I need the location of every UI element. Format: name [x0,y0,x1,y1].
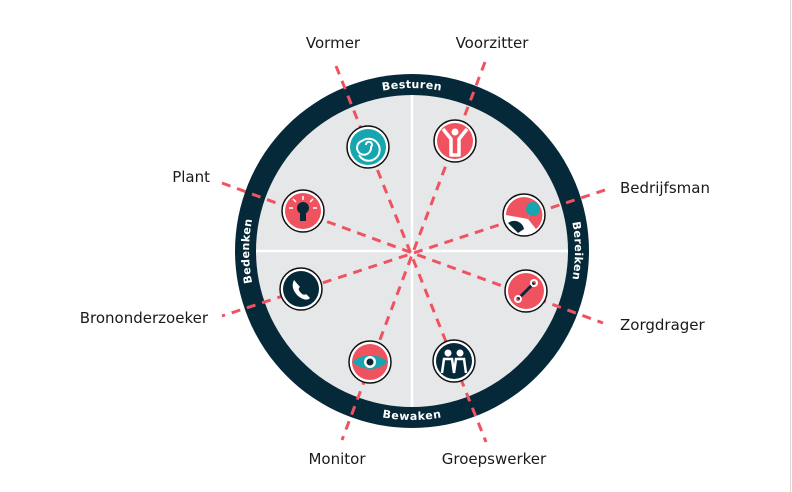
ring-label-left: Bedenken [239,217,255,284]
role-label-plant: Plant [172,168,210,186]
eye-icon [348,340,392,384]
role-label-voorzitter: Voorzitter [456,34,530,52]
lightbulb-icon [281,189,325,233]
role-label-vormer: Vormer [306,34,361,52]
ring-label-bottom: Bewaken [382,407,443,423]
role-label-brononderzoeker: Brononderzoeker [80,309,209,327]
gears-icon [502,193,546,237]
wrench-hand-icon [504,269,548,313]
role-label-zorgdrager: Zorgdrager [620,316,706,334]
page-edge-divider [790,0,791,492]
role-label-monitor: Monitor [308,450,366,468]
role-label-groepswerker: Groepswerker [442,450,547,468]
role-label-bedrijfsman: Bedrijfsman [620,179,710,197]
person-arms-up-icon [433,119,477,163]
ring-label-top: Besturen [381,78,443,94]
ring-label-right: Bereiken [569,221,585,282]
phone-icon [279,267,323,311]
group-people-icon [432,339,476,383]
spiral-icon [346,125,390,169]
